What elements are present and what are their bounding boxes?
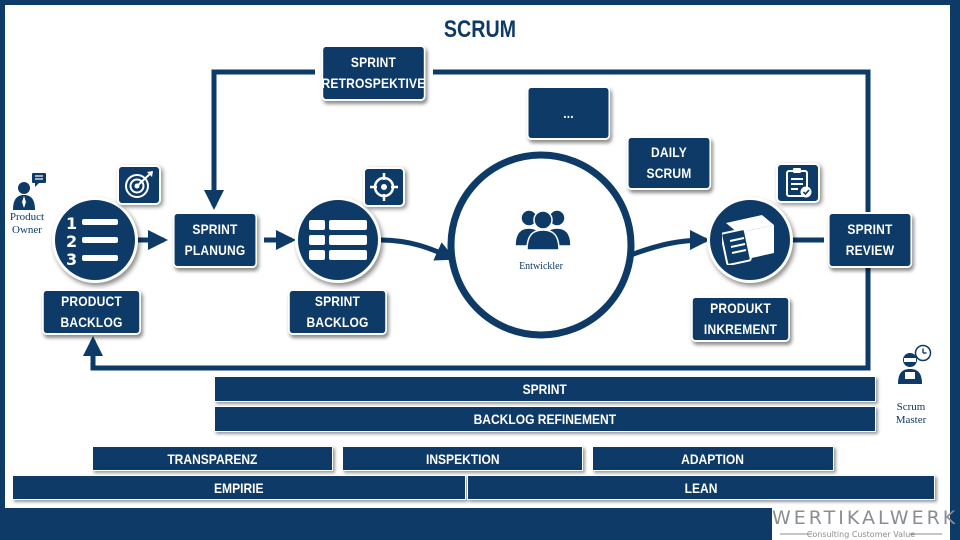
sprint-bar: SPRINT [214, 376, 876, 402]
box-clipboard-icon [722, 215, 774, 265]
product-owner-line1: Product [9, 211, 45, 223]
person-clock-icon [898, 344, 932, 384]
sprint-planung-line2: PLANUNG [184, 242, 246, 258]
transparenz-bar: TRANSPARENZ [92, 446, 333, 471]
crosshair-icon [370, 173, 398, 201]
product-backlog-line1: PRODUCT [61, 293, 122, 309]
svg-text:3: 3 [66, 250, 77, 267]
backlog-refinement-bar: BACKLOG REFINEMENT [214, 406, 876, 432]
product-owner-line2: Owner [12, 224, 42, 236]
sprint-retrospektive-line1: SPRINT [350, 54, 397, 70]
product-backlog-line2: BACKLOG [60, 314, 123, 330]
retro-loop-line [433, 69, 871, 214]
ellipsis-text: ... [563, 104, 574, 121]
adaption-bar: ADAPTION [592, 446, 834, 471]
logo-divider [780, 533, 942, 535]
sprint-backlog-line1: SPRINT [314, 293, 361, 309]
svg-text:2: 2 [66, 232, 77, 251]
scrum-master-line1: Scrum [896, 401, 926, 413]
sprint-review-line1: SPRINT [847, 221, 893, 237]
daily-scrum-text: DAILY SCRUM [646, 144, 692, 181]
backlog-loop-line [83, 268, 871, 371]
sprint-review-line2: REVIEW [845, 242, 895, 258]
retro-to-planung-arrow [204, 69, 315, 210]
target-icon [125, 171, 153, 198]
lean-bar: LEAN [467, 475, 935, 500]
sprint-planung-line1: SPRINT [192, 221, 238, 237]
produkt-inkrement-line2: INKREMENT [703, 321, 778, 337]
sprintbacklog-to-entwickler-arrow [379, 237, 456, 261]
logo-tagline: Consulting Customer Value [806, 530, 916, 539]
checklist-icon [786, 168, 812, 198]
empirie-bar: EMPIRIE [12, 475, 466, 500]
product-backlog-box: PRODUCT BACKLOG [42, 289, 141, 335]
wertikalwerk-logo: WERTIKALWERK Consulting Customer Value [772, 506, 959, 540]
person-speech-icon [13, 173, 46, 210]
logo-name: WERTIKALWERK [772, 507, 959, 529]
team-people-icon [514, 209, 572, 250]
daily-scrum-box: DAILY SCRUM [626, 136, 712, 190]
svg-text:1: 1 [66, 214, 77, 233]
diagram-title: SCRUM [443, 16, 517, 43]
sprint-backlog-line2: BACKLOG [306, 314, 369, 330]
sprint-backlog-box: SPRINT BACKLOG [288, 289, 387, 335]
numbered-list-icon: 1 2 3 [66, 214, 118, 267]
table-list-icon [309, 220, 367, 260]
sprint-planung-box: SPRINT PLANUNG [172, 212, 258, 268]
inspektion-bar: INSPEKTION [342, 446, 583, 471]
scrum-master-line2: Master [895, 414, 927, 426]
entwickler-to-inkrement-arrow [627, 230, 710, 259]
sprint-review-box: SPRINT REVIEW [827, 212, 913, 268]
sprint-retrospektive-box: SPRINT RETROSPEKTIVE [321, 45, 426, 101]
produkt-inkrement-box: PRODUKT INKREMENT [691, 296, 790, 342]
produkt-inkrement-line1: PRODUKT [710, 300, 771, 316]
ellipsis-box: ... [526, 86, 611, 140]
sprint-retrospektive-line2: RETROSPEKTIVE [321, 75, 426, 91]
entwickler-label: Entwickler [519, 261, 563, 272]
